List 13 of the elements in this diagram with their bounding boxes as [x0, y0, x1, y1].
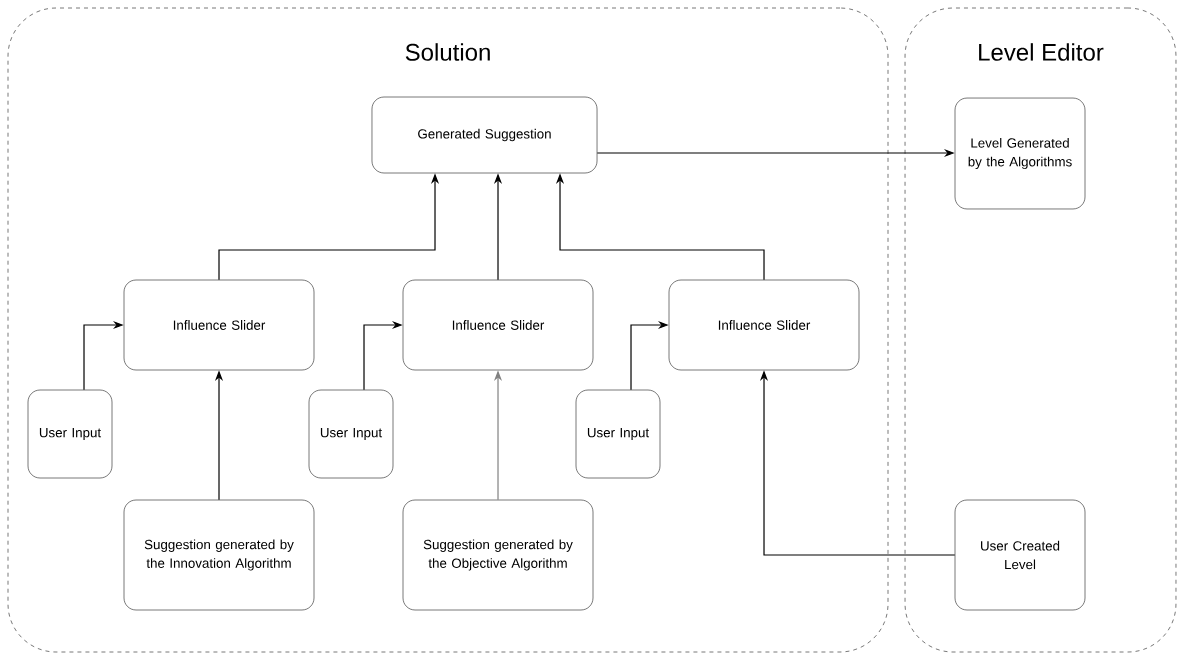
process-box: Influence Slider: [123, 279, 315, 371]
process-box: User Input: [308, 389, 394, 479]
process-box: Influence Slider: [668, 279, 860, 371]
process-box: User Input: [575, 389, 661, 479]
panel-title: Level Editor: [979, 43, 1104, 61]
process-box: Suggestion generated by the Innovation Algorithm: [123, 499, 315, 611]
process-box: User Input: [27, 389, 113, 479]
process-box: Influence Slider: [402, 279, 594, 371]
panel-title: Solution: [405, 43, 490, 61]
process-box: Suggestion generated by the Objective Algorithm: [402, 499, 594, 611]
process-box: Level Generated by the Algorithms: [954, 97, 1086, 210]
process-box: Generated Suggestion: [371, 96, 598, 174]
process-box: User Created Level: [954, 499, 1086, 611]
